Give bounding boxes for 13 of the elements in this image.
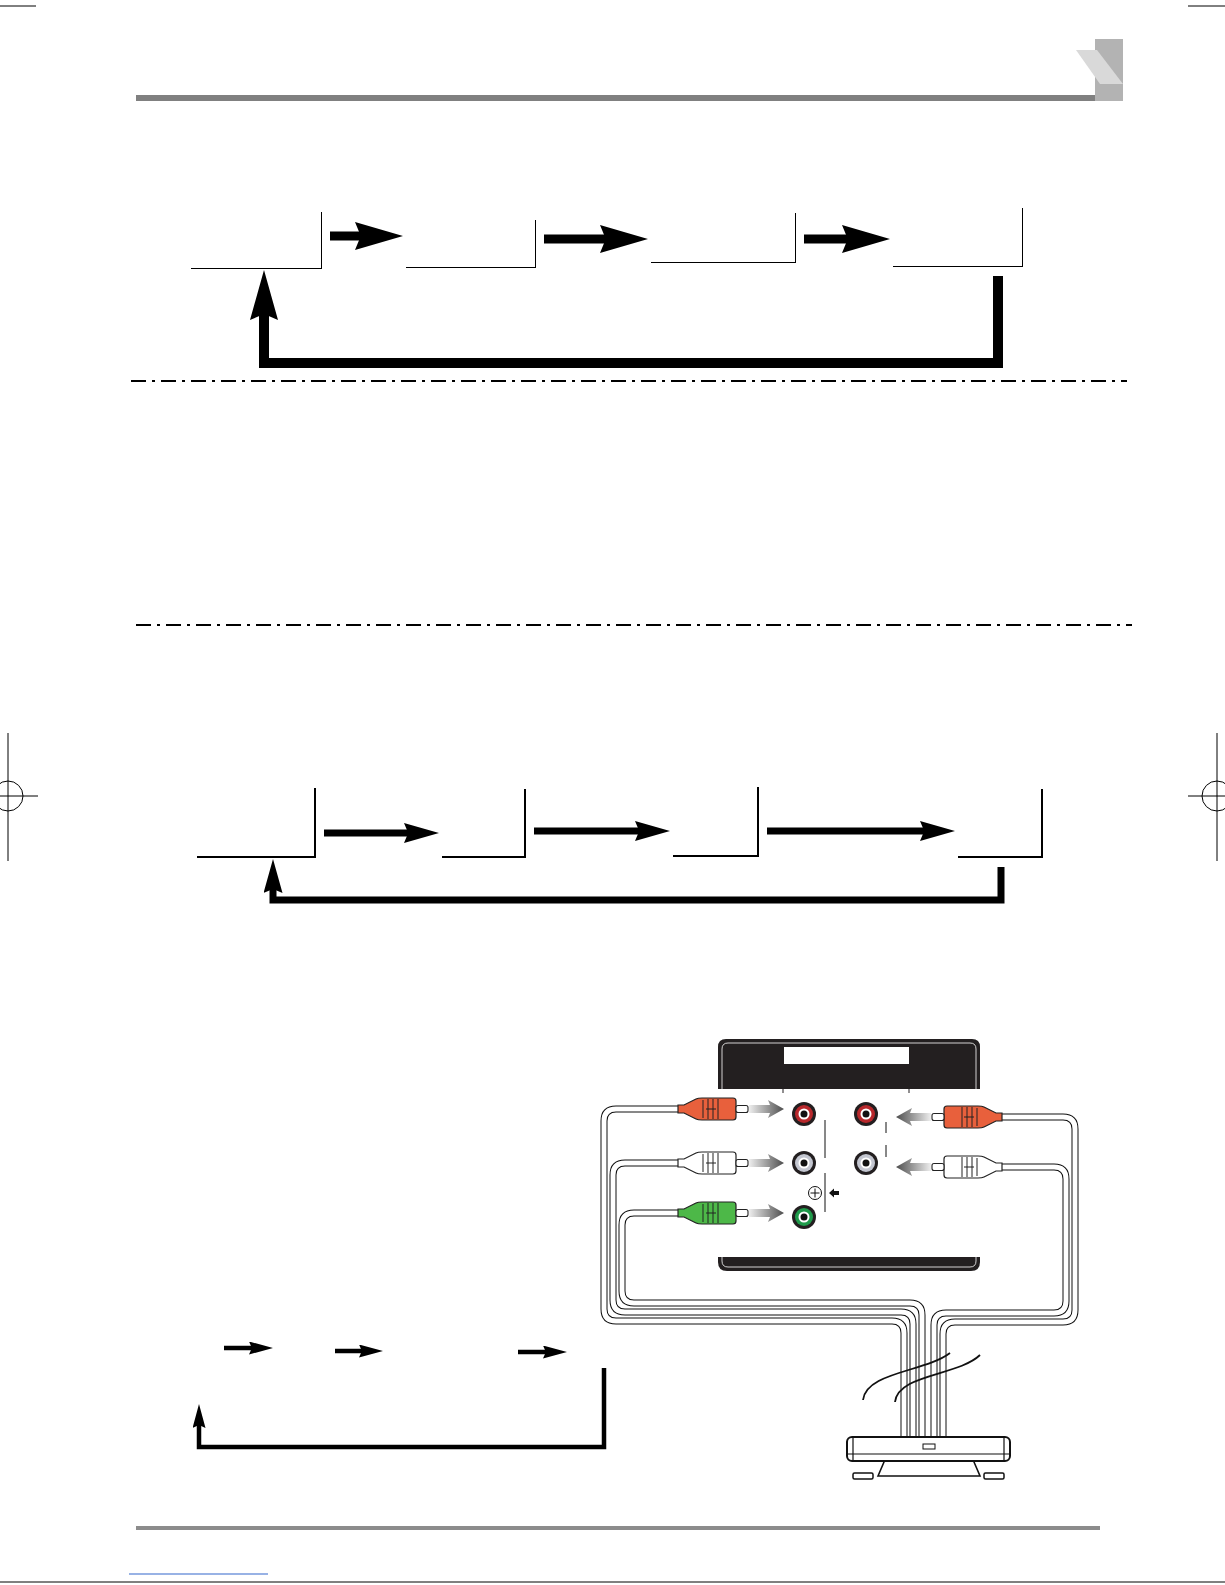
return-arrow <box>250 270 1003 368</box>
corner-frame <box>197 788 316 858</box>
return-arrow <box>263 859 1005 904</box>
corner-frame <box>442 789 526 858</box>
corner-frame <box>673 787 759 857</box>
arrow <box>544 225 648 253</box>
corner-frame <box>958 789 1043 858</box>
corner-frame <box>893 208 1023 267</box>
arrow <box>804 225 890 253</box>
corner-frame <box>406 220 536 268</box>
arrow <box>330 222 403 250</box>
corner-frame <box>191 212 322 269</box>
corner-frame <box>651 213 796 263</box>
